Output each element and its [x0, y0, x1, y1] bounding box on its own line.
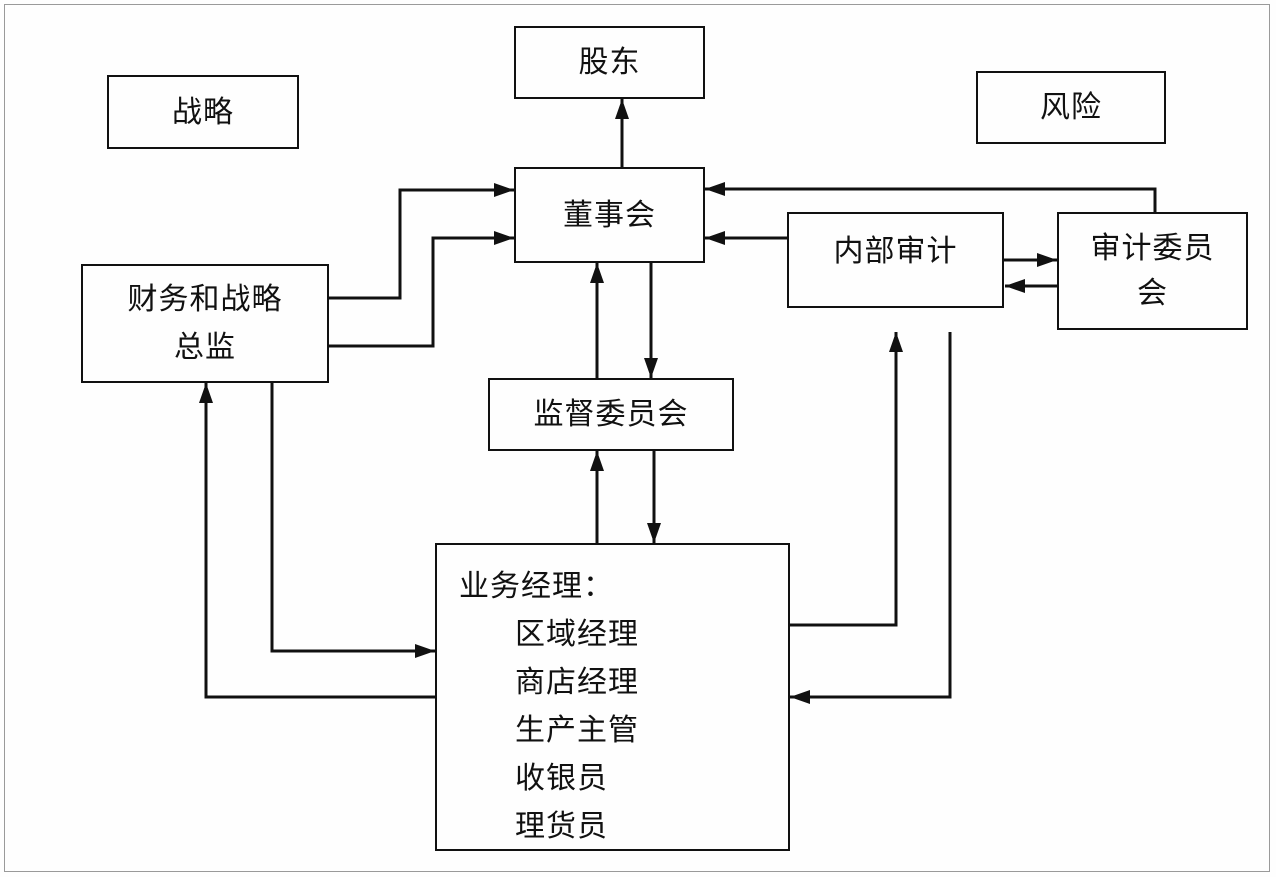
business-managers-box: 业务经理： 区域经理 商店经理 生产主管 收银员 理货员	[435, 543, 790, 851]
board-box: 董事会	[514, 167, 705, 263]
strategy-box: 战略	[107, 75, 299, 149]
shareholders-label: 股东	[578, 45, 641, 80]
business-managers-list: 区域经理 商店经理 生产主管 收银员 理货员	[459, 611, 639, 851]
shareholders-box: 股东	[514, 26, 705, 99]
risk-label: 风险	[1040, 90, 1102, 125]
arrow-finance-to-board-lower	[329, 231, 514, 348]
audit-committee-label-line2: 会	[1137, 276, 1168, 311]
arrow-audit-committee-to-board	[705, 182, 1157, 212]
list-item-store-manager: 商店经理	[515, 665, 639, 700]
finance-director-label-line2: 总监	[174, 329, 236, 365]
list-item-production-supervisor: 生产主管	[515, 713, 639, 748]
arrow-business-to-internal-audit	[790, 332, 903, 627]
arrow-internal-audit-to-business	[790, 332, 952, 704]
audit-committee-box: 审计委员 会	[1057, 212, 1248, 330]
risk-box: 风险	[976, 71, 1166, 144]
finance-director-label-line1: 财务和战略	[127, 281, 283, 317]
arrow-finance-to-business	[270, 383, 435, 658]
supervisory-committee-label: 监督委员会	[533, 397, 689, 432]
strategy-label: 战略	[172, 94, 234, 130]
supervisory-committee-box: 监督委员会	[488, 378, 734, 451]
internal-audit-box: 内部审计	[787, 212, 1004, 308]
finance-director-box: 财务和战略 总监	[81, 264, 329, 383]
arrow-business-to-finance	[199, 383, 435, 699]
list-item-regional-manager: 区域经理	[515, 617, 639, 652]
arrow-finance-to-board-upper	[329, 183, 514, 300]
figure-border	[4, 4, 1270, 872]
list-item-cashier: 收银员	[515, 761, 608, 796]
list-item-stock-clerk: 理货员	[515, 809, 608, 844]
internal-audit-label: 内部审计	[833, 234, 958, 269]
audit-committee-label-line1: 审计委员	[1090, 231, 1215, 266]
board-label: 董事会	[563, 197, 656, 233]
business-managers-heading: 业务经理：	[459, 569, 614, 604]
